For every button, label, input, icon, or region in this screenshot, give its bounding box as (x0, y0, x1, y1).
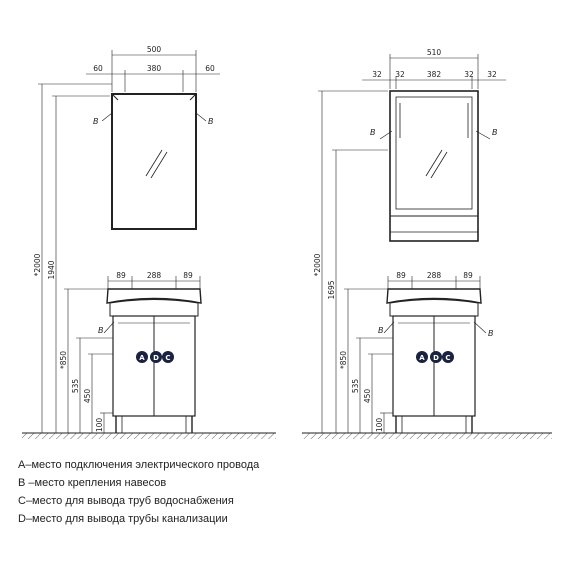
left-height-535: 535 (71, 379, 80, 394)
left-mirror (101, 93, 207, 230)
right-mirror-inner: 382 (427, 70, 442, 79)
right-mirror-d4: 32 (487, 70, 497, 79)
left-height-850: *850 (59, 351, 68, 369)
left-mirror-side-right: 60 (205, 64, 215, 73)
svg-text:C: C (445, 354, 450, 362)
legend: A–место подключения электрического прово… (18, 456, 558, 528)
left-mirror-dims (86, 50, 220, 92)
right-height-total: *2000 (313, 253, 322, 276)
right-connector-a: A (416, 351, 428, 363)
left-cabinet-top-left: 89 (116, 271, 126, 280)
left-mirror-mount-label-l: B (93, 117, 99, 126)
right-floor (302, 432, 552, 439)
right-height-mirror-top: 1695 (327, 280, 336, 299)
svg-text:C: C (165, 354, 170, 362)
left-connector-a: A (136, 351, 148, 363)
svg-text:A: A (139, 354, 145, 362)
legend-item-c: C–место для вывода труб водоснабжения (18, 495, 234, 507)
right-cabinet (386, 288, 482, 433)
right-view: B B 510 32 32 382 32 32 (302, 48, 552, 439)
right-mirror-d1: 32 (372, 70, 382, 79)
left-connector-d: D (150, 351, 162, 363)
left-height-450: 450 (83, 389, 92, 404)
left-height-100: 100 (95, 418, 104, 433)
right-connector-d: D (430, 351, 442, 363)
left-view: B B 500 60 380 60 (22, 45, 276, 439)
left-cabinet-top-right: 89 (183, 271, 193, 280)
left-height-total: *2000 (33, 253, 42, 276)
left-cabinet-mount-label: B (98, 326, 104, 335)
right-height-450: 450 (363, 389, 372, 404)
left-height-mirror-top: 1940 (47, 260, 56, 279)
legend-item-d: D–место для вывода трубы канализации (18, 513, 228, 525)
right-height-100: 100 (375, 418, 384, 433)
left-vertical-dims (38, 83, 134, 433)
right-mirror-mount-label-r: B (492, 128, 498, 137)
left-mirror-width: 500 (147, 45, 162, 54)
right-mirror-width: 510 (427, 48, 442, 57)
legend-item-b: B –место крепления навесов (18, 477, 167, 489)
right-cabinet-top-left: 89 (396, 271, 406, 280)
right-mirror-d2: 32 (395, 70, 405, 79)
right-vertical-dims (318, 90, 414, 433)
left-cabinet (106, 288, 202, 433)
right-height-535: 535 (351, 379, 360, 394)
left-connector-c: C (162, 351, 174, 363)
left-mirror-inner: 380 (147, 64, 162, 73)
right-mirror-mount-label-l: B (370, 128, 376, 137)
right-cabinet-top-right: 89 (463, 271, 473, 280)
left-cabinet-top-mid: 288 (147, 271, 162, 280)
right-cabinet-top-mid: 288 (427, 271, 442, 280)
right-mirror (389, 90, 479, 242)
left-floor (22, 432, 276, 439)
right-height-850: *850 (339, 351, 348, 369)
right-connector-c: C (442, 351, 454, 363)
right-cabinet-mount-label-l: B (378, 326, 384, 335)
legend-item-a: A–место подключения электрического прово… (18, 459, 260, 471)
left-mirror-mount-label-r: B (208, 117, 214, 126)
left-mirror-side-left: 60 (93, 64, 103, 73)
svg-text:D: D (153, 354, 159, 362)
right-mirror-d3: 32 (464, 70, 474, 79)
svg-text:A: A (419, 354, 425, 362)
right-mirror-dims (362, 54, 506, 89)
right-cabinet-mount-label-r: B (488, 329, 494, 338)
svg-text:D: D (433, 354, 439, 362)
